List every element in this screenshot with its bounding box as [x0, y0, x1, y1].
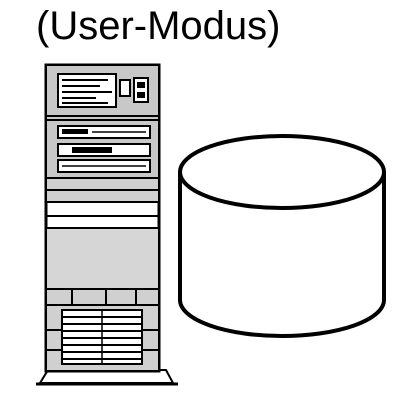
diagram-title: (User-Modus): [36, 4, 281, 48]
database-cylinder-icon: [178, 134, 386, 338]
server-tower-icon: [36, 63, 178, 386]
